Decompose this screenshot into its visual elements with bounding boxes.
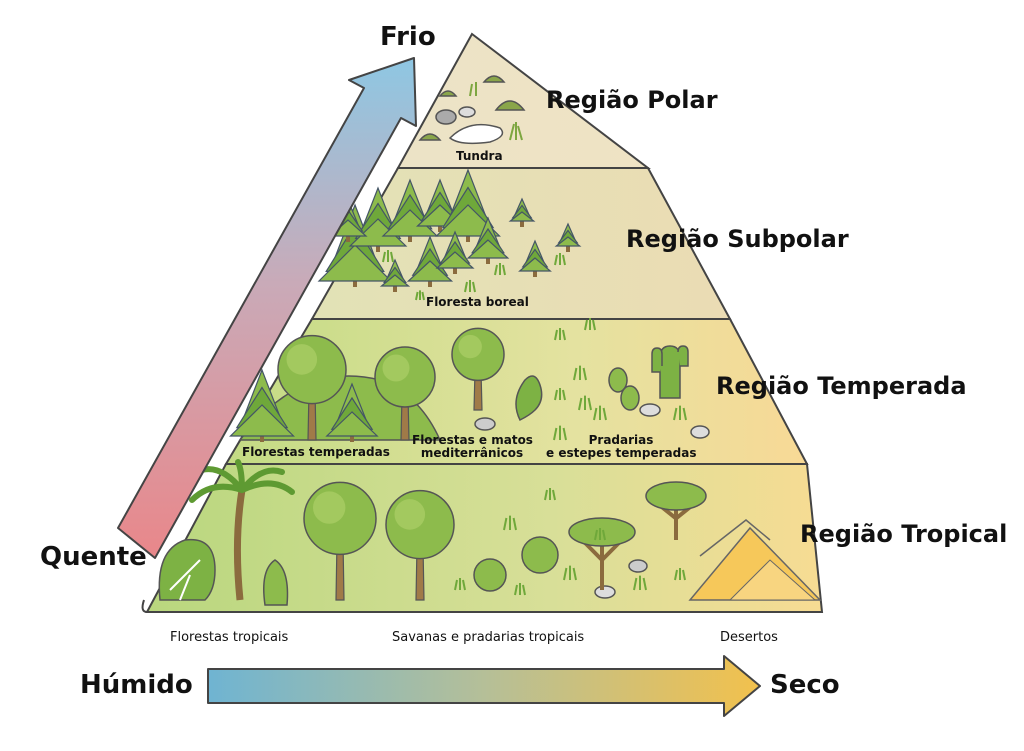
biome-label-tropical-forests: Florestas tropicais <box>170 630 289 645</box>
conifer-tree <box>325 382 379 442</box>
round-tree <box>374 346 436 441</box>
conifer-tree <box>518 239 552 277</box>
region-label-polar: Região Polar <box>546 86 718 114</box>
conifer-tree <box>435 230 475 274</box>
conifer-tree <box>381 178 439 242</box>
tropical-scenery <box>158 459 822 606</box>
mediterranean-line-1: Florestas e matos <box>412 433 533 447</box>
grass-tuft <box>544 488 556 501</box>
grass-tuft <box>464 280 476 293</box>
grass-tuft <box>382 250 394 263</box>
grassland-line-1: Pradarias <box>588 433 654 447</box>
axis-label-humid: Húmido <box>80 670 193 700</box>
round-tree <box>277 334 347 441</box>
grassland-line-2: e estepes temperadas <box>546 446 697 460</box>
biome-label-boreal: Floresta boreal <box>426 295 529 309</box>
conifer-tree <box>508 197 536 227</box>
humidity-arrow <box>207 655 761 717</box>
conifer-tree <box>379 258 411 292</box>
conifer-tree <box>229 368 295 442</box>
deciduous-trees <box>277 327 505 601</box>
conifer-tree <box>466 216 510 264</box>
conifer-tree <box>406 235 454 287</box>
grass-tuft <box>674 568 686 581</box>
grass-tuft <box>633 575 647 591</box>
grass-tuft <box>673 405 687 421</box>
round-tree <box>451 327 505 411</box>
axis-label-dry: Seco <box>770 670 840 700</box>
acacia-trees <box>568 481 707 590</box>
region-label-subpolar: Região Subpolar <box>626 225 849 253</box>
axis-label-cold: Frio <box>380 22 436 52</box>
biome-label-savannas: Savanas e pradarias tropicais <box>392 630 585 645</box>
grass-tuft <box>554 388 566 401</box>
round-tree <box>303 481 377 601</box>
grass-tuft <box>593 405 607 421</box>
grass-tufts <box>382 250 687 596</box>
mediterranean-line-2: mediterrânicos <box>420 446 524 460</box>
grass-tuft <box>553 425 567 441</box>
acacia-tree <box>645 481 707 540</box>
grass-tuft <box>415 290 425 301</box>
axis-label-hot: Quente <box>40 542 147 572</box>
region-label-tropical: Região Tropical <box>800 520 1008 548</box>
grass-tuft <box>494 263 506 276</box>
biome-label-temperate-forests: Florestas temperadas <box>242 445 390 459</box>
grass-tuft <box>554 253 566 266</box>
grass-tuft <box>554 328 566 341</box>
grass-tuft <box>503 515 517 531</box>
grass-tuft <box>578 395 592 411</box>
boreal-forest-scenery <box>317 168 582 292</box>
biome-label-tundra: Tundra <box>456 149 503 163</box>
grass-tuft <box>454 578 466 591</box>
acacia-tree <box>568 517 636 590</box>
biome-label-grasslands: Pradarias e estepes temperadas <box>546 434 696 460</box>
grass-tuft <box>573 365 587 381</box>
conifer-tree <box>554 222 582 252</box>
grass-tuft <box>584 318 596 331</box>
tundra-scenery <box>418 75 526 145</box>
grass-tuft <box>514 583 526 596</box>
region-label-temperate: Região Temperada <box>716 372 967 400</box>
grass-tuft <box>594 528 606 541</box>
grass-tuft <box>563 565 577 581</box>
biome-label-deserts: Desertos <box>720 630 778 645</box>
round-tree <box>385 489 455 601</box>
temperature-arrow <box>117 57 417 559</box>
biome-label-mediterranean: Florestas e matos mediterrânicos <box>412 433 533 460</box>
